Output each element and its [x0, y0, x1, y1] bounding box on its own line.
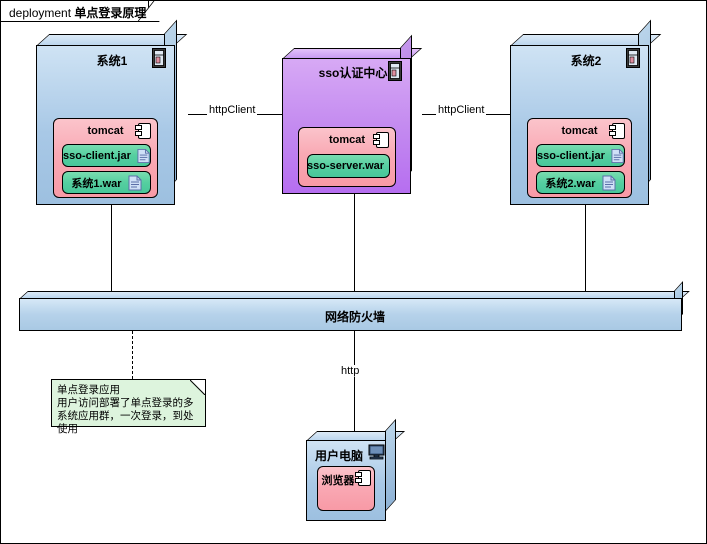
monitor-icon: [368, 444, 385, 460]
component-icon: [609, 123, 625, 139]
component-icon: [135, 123, 151, 139]
node-network-firewall[interactable]: 网络防火墙: [19, 281, 691, 333]
connector-system1-to-firewall: [111, 204, 112, 294]
frame-title-label: deployment 单点登录原理: [9, 4, 146, 21]
connector-sso-to-firewall: [354, 194, 355, 294]
connector-note-to-firewall: [132, 331, 133, 379]
component-tomcat-sso-center[interactable]: tomcat sso-server.war: [298, 127, 396, 187]
component-tomcat-system2[interactable]: tomcat sso-client.jar 系统2.war: [527, 118, 632, 198]
component-icon: [373, 132, 389, 148]
firewall-front-face: [19, 298, 682, 331]
artifact-system2-war[interactable]: 系统2.war: [536, 171, 625, 194]
component-tomcat-sso-center-title: tomcat: [328, 134, 366, 146]
firewall-label: 网络防火墙: [324, 310, 385, 324]
node-system2-title: 系统2: [570, 54, 602, 68]
artifact-document-icon: [611, 148, 624, 163]
frame-keyword: deployment: [9, 6, 72, 20]
client-side-face: [385, 418, 396, 512]
node-sso-center-title: sso认证中心: [318, 66, 388, 80]
node-user-computer-title: 用户电脑: [314, 449, 363, 463]
note-text: 单点登录应用 用户访问部署了单点登录的多系统应用群，一次登录，到处使用: [57, 384, 194, 435]
artifact-label: sso-client.jar: [537, 149, 605, 162]
edge-label-httpclient-right: httpClient: [436, 104, 487, 116]
component-browser[interactable]: 浏览器: [317, 466, 375, 511]
node-sso-center[interactable]: sso认证中心 tomcat sso-server.war: [282, 34, 424, 196]
artifact-system1-war[interactable]: 系统1.war: [62, 171, 151, 194]
server-tower-icon: [626, 48, 640, 68]
connector-system2-to-firewall: [585, 204, 586, 294]
component-tomcat-system1-title: tomcat: [87, 125, 124, 137]
artifact-label: 系统2.war: [545, 177, 596, 190]
component-browser-title: 浏览器: [321, 475, 355, 487]
artifact-document-icon: [128, 175, 142, 190]
component-tomcat-system1[interactable]: tomcat sso-client.jar 系统1.war: [53, 118, 158, 198]
frame-title-tab: [1, 1, 149, 22]
component-icon: [355, 470, 371, 486]
artifact-label: sso-client.jar: [63, 149, 131, 162]
server-tower-icon: [152, 48, 166, 68]
server-tower-icon: [388, 61, 402, 81]
component-tomcat-system2-title: tomcat: [561, 125, 598, 137]
frame-name: 单点登录原理: [74, 6, 147, 20]
artifact-sso-client-jar-system1[interactable]: sso-client.jar: [62, 144, 151, 167]
artifact-sso-client-jar-system2[interactable]: sso-client.jar: [536, 144, 625, 167]
node-user-computer[interactable]: 用户电脑 浏览器: [306, 418, 411, 523]
artifact-document-icon: [602, 175, 616, 190]
artifact-sso-server-war[interactable]: sso-server.war: [307, 154, 390, 178]
connector-firewall-to-client: [354, 331, 355, 439]
artifact-label: sso-server.war: [306, 160, 385, 172]
edge-label-httpclient-left: httpClient: [207, 104, 258, 116]
node-system2[interactable]: 系统2 tomcat sso-client.jar: [510, 19, 662, 206]
artifact-label: 系统1.war: [71, 177, 122, 190]
node-system1-title: 系统1: [96, 54, 128, 68]
note-sso-application[interactable]: 单点登录应用 用户访问部署了单点登录的多系统应用群，一次登录，到处使用: [51, 379, 206, 435]
note-fold-icon: [190, 380, 205, 395]
node-system1[interactable]: 系统1 tomcat sso-client.jar: [36, 19, 188, 206]
artifact-document-icon: [137, 148, 150, 163]
edge-label-http: http: [339, 365, 362, 377]
